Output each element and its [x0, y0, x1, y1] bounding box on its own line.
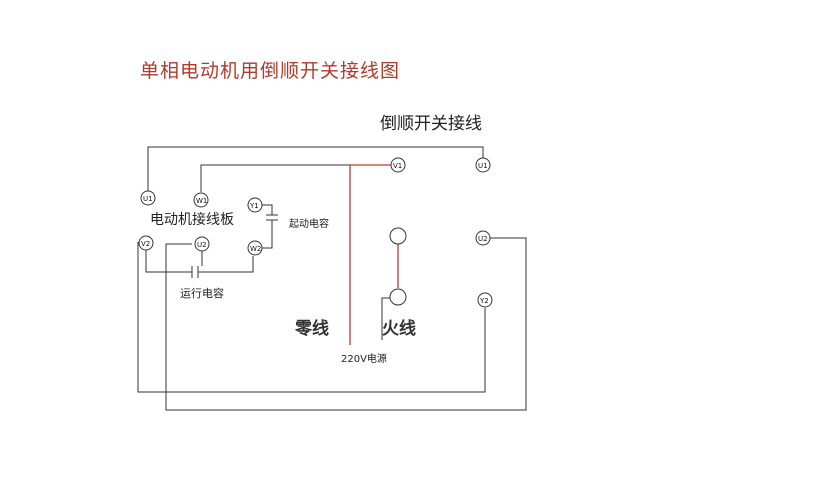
terminal-motor-v2: V2	[138, 235, 154, 251]
terminal-switch-y2: Y2	[477, 292, 493, 308]
svg-text:W1: W1	[196, 197, 207, 205]
svg-text:U2: U2	[197, 241, 207, 249]
terminal-motor-w1: W1	[193, 192, 209, 208]
motor-terminal-board-label: 电动机接线板	[150, 212, 234, 228]
svg-text:U1: U1	[143, 195, 153, 203]
neutral-wire-label: 零线	[295, 319, 329, 339]
svg-text:Y2: Y2	[479, 297, 489, 305]
svg-text:W2: W2	[250, 245, 261, 253]
svg-text:V1: V1	[393, 162, 402, 170]
terminal-motor-w2: W2	[247, 240, 263, 256]
live-wire-label: 火线	[382, 319, 416, 339]
wire-y1-start-cap	[262, 204, 273, 215]
power-supply-label: 220V电源	[341, 354, 387, 365]
svg-text:Y1: Y1	[249, 202, 259, 210]
wire-motor-w1-to-switch-v1	[200, 164, 350, 192]
wire-u2-to-switch-u2	[165, 237, 527, 411]
svg-text:U2: U2	[478, 235, 488, 243]
terminal-switch-v1: V1	[390, 157, 406, 173]
run-capacitor-label: 运行电容	[180, 287, 224, 300]
terminal-switch-u1: U1	[475, 157, 491, 173]
svg-text:V2: V2	[141, 240, 150, 248]
terminal-motor-u2: U2	[194, 236, 210, 252]
wire-live-lamp	[381, 297, 391, 340]
start-capacitor-label: 起动电容	[289, 219, 329, 230]
switch-contact-bottom	[389, 288, 407, 306]
diagram-title: 单相电动机用倒顺开关接线图	[140, 60, 401, 82]
wire-start-cap-w2	[262, 220, 273, 249]
switch-wiring-title: 倒顺开关接线	[380, 114, 482, 134]
terminal-motor-u1: U1	[140, 190, 156, 206]
terminal-switch-u2: U2	[475, 230, 491, 246]
wire-motor-u1-to-switch-u1	[147, 146, 484, 192]
svg-text:U1: U1	[478, 162, 488, 170]
wire-v2-down	[145, 250, 192, 273]
wire-run-cap-w2	[198, 256, 254, 273]
terminal-motor-y1: Y1	[247, 197, 263, 213]
wire-v2-to-switch-y2	[137, 242, 486, 393]
switch-contact-top	[389, 227, 407, 245]
